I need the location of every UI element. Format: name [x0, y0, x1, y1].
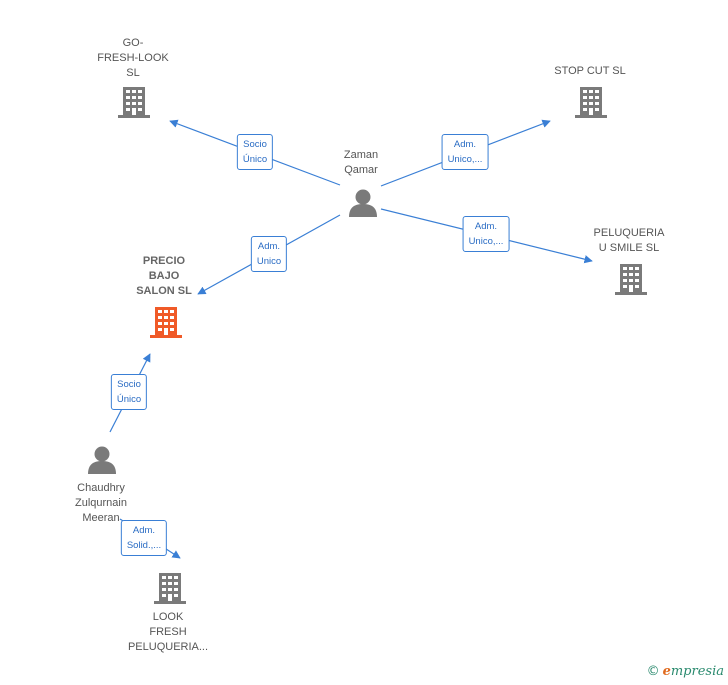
node-label-peluqueria-u-smile[interactable]: PELUQUERIA U SMILE SL — [593, 227, 665, 254]
node-label-look-fresh-peluqueria[interactable]: LOOK FRESH PELUQUERIA... — [127, 611, 209, 653]
node-label-stop-cut[interactable]: STOP CUT SL — [554, 65, 626, 77]
building-icon-go-fresh-look[interactable] — [118, 87, 150, 118]
node-label-chaudhry-zulqurnain[interactable]: Chaudhry Zulqurnain Meeran — [75, 482, 127, 524]
edge-label-zaman-qamar-to-precio-bajo-salon[interactable]: Adm. Unico — [250, 236, 288, 272]
copyright-icon: © — [646, 664, 660, 679]
node-label-precio-bajo-salon[interactable]: PRECIO BAJO SALON SL — [136, 255, 192, 297]
brand-footer[interactable]: ©empresia — [647, 664, 724, 679]
building-icon-stop-cut[interactable] — [575, 87, 607, 118]
brand-logo-e: e — [662, 664, 671, 679]
building-icon-precio-bajo-salon[interactable] — [150, 307, 182, 338]
node-label-go-fresh-look[interactable]: GO- FRESH-LOOK SL — [97, 37, 169, 79]
edge-label-chaudhry-zulqurnain-to-look-fresh-peluqueria[interactable]: Adm. Solid.,... — [120, 520, 168, 556]
building-icon-look-fresh-peluqueria[interactable] — [154, 573, 186, 604]
node-label-zaman-qamar[interactable]: Zaman Qamar — [343, 149, 379, 176]
person-icon-chaudhry-zulqurnain[interactable] — [88, 446, 116, 475]
building-icon-peluqueria-u-smile[interactable] — [615, 264, 647, 295]
person-icon-zaman-qamar[interactable] — [349, 189, 377, 218]
edge-label-zaman-qamar-to-stop-cut[interactable]: Adm. Unico,... — [441, 134, 489, 170]
edge-label-zaman-qamar-to-go-fresh-look[interactable]: Socio Único — [236, 134, 274, 170]
brand-logo-text: mpresia — [670, 664, 724, 679]
edge-label-chaudhry-zulqurnain-to-precio-bajo-salon[interactable]: Socio Único — [110, 374, 148, 410]
edges-layer — [109, 119, 593, 559]
edge-label-zaman-qamar-to-peluqueria-u-smile[interactable]: Adm. Unico,... — [462, 216, 510, 252]
